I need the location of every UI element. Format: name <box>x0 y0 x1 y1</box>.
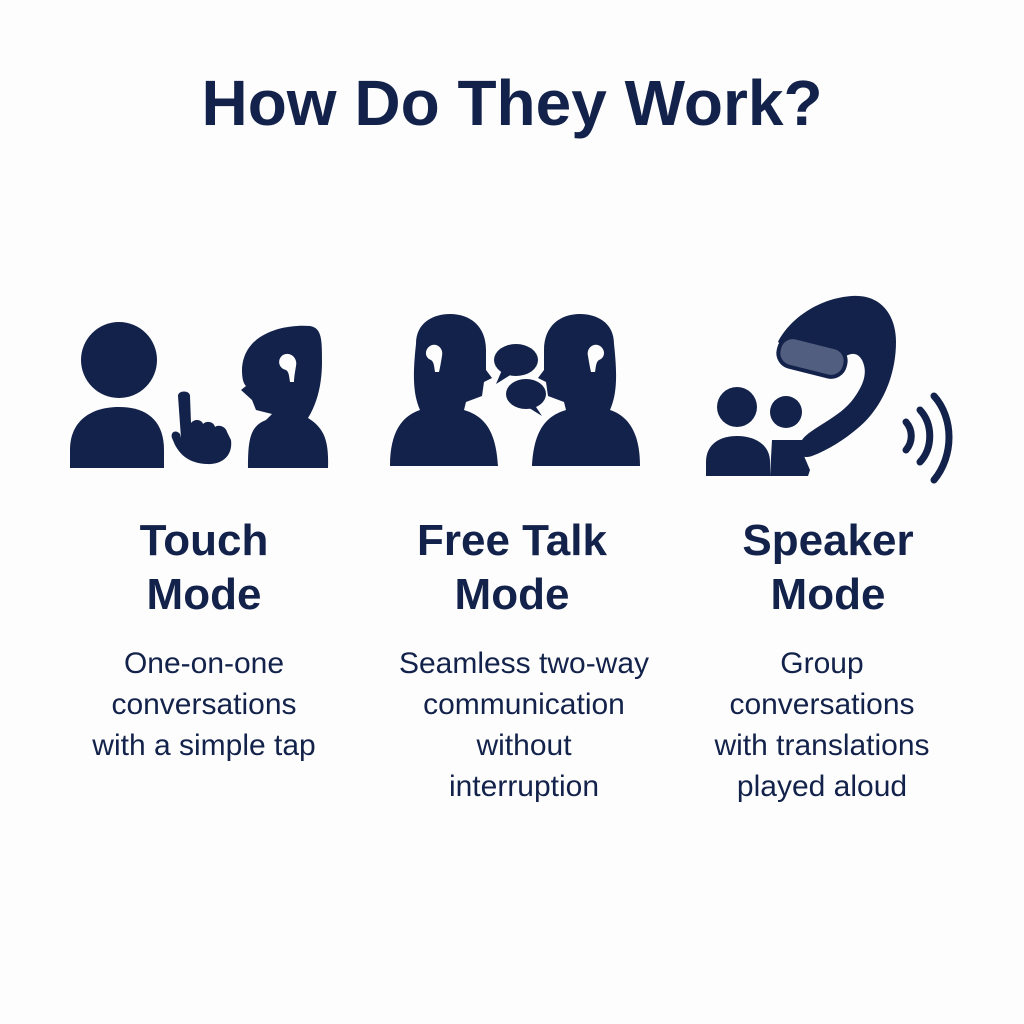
group-earhook-sound-icon <box>706 295 953 484</box>
two-people-speech-bubbles-icon <box>390 314 640 466</box>
free-talk-mode-title: Free Talk Mode <box>417 516 607 619</box>
free-talk-mode-description: Seamless two-way communication without i… <box>398 647 650 803</box>
page-title: How Do They Work? <box>201 67 823 139</box>
speaker-mode-description: Group conversations with translations pl… <box>714 647 930 803</box>
touch-mode-description: One-on-one conversations with a simple t… <box>92 647 316 762</box>
touch-mode-title: Touch Mode <box>139 516 269 619</box>
person-tap-earbud-icon <box>70 322 329 468</box>
speaker-mode-title: Speaker Mode <box>742 516 914 619</box>
